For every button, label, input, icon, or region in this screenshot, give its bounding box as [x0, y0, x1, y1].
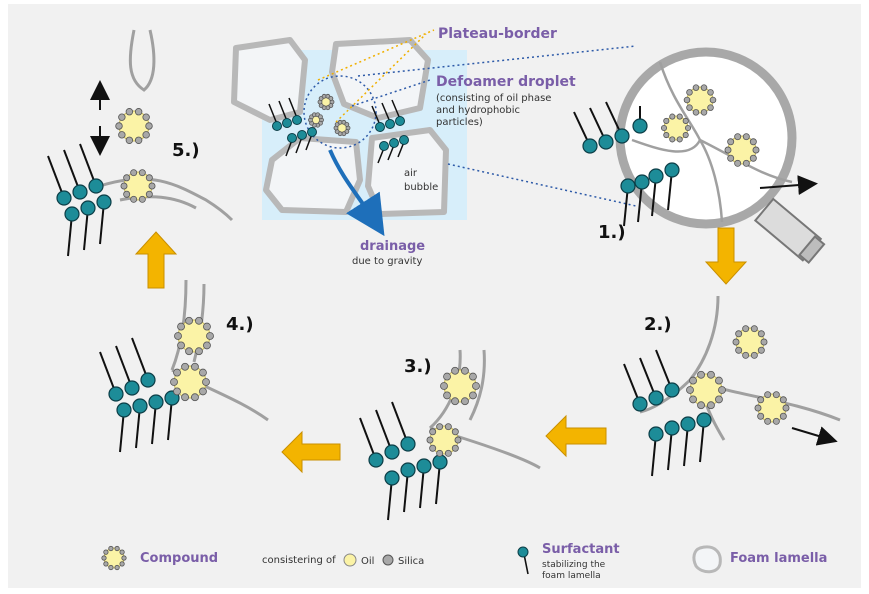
cluster-compound-1: [318, 94, 334, 109]
legend-foam-lamella-icon: [694, 547, 720, 572]
air-bubble-label-1: air: [404, 168, 418, 179]
step5-compound-released: [116, 108, 153, 143]
legend-oil-label: Oil: [361, 556, 374, 567]
legend-oil-icon: [344, 554, 356, 566]
defoamer-desc-line-1: (consisting of oil phase: [436, 93, 551, 104]
magnifier-compound-3: [725, 134, 759, 167]
air-bubble-top-left: [234, 40, 305, 120]
step5-compound-attached: [121, 170, 155, 203]
step2-compound-2: [686, 371, 725, 408]
defoamer-desc-line-3: particles): [436, 117, 483, 128]
air-bubble-label-2: bubble: [404, 182, 438, 193]
cluster-compound-2: [309, 113, 324, 127]
drainage-label: drainage: [360, 239, 425, 254]
step2-compound-3: [755, 392, 789, 425]
step-label-5: 5.): [172, 140, 200, 161]
magnifier-compound-1: [661, 114, 690, 142]
step4-compound-2: [170, 363, 209, 400]
foam-cluster: [234, 40, 467, 226]
step-label-2: 2.): [644, 314, 672, 335]
legend-surfactant-desc-2: foam lamella: [542, 571, 601, 581]
step-label-3: 3.): [404, 356, 432, 377]
legend-surfactant-label: Surfactant: [542, 542, 620, 557]
step3-compound-1: [440, 367, 479, 404]
legend-surfactant-desc-1: stabilizing the: [542, 560, 606, 570]
legend-consisting-of: consistering of: [262, 555, 336, 566]
legend-compound-icon: [102, 546, 126, 569]
legend-foam-lamella-label: Foam lamella: [730, 551, 827, 566]
legend-surfactant-icon: [518, 547, 528, 557]
cluster-compound-3: [334, 120, 350, 135]
magnifier-compound-2: [684, 85, 716, 115]
defoamer-title: Defoamer droplet: [436, 74, 576, 90]
magnifier-lens: [620, 52, 792, 224]
legend-compound-label: Compound: [140, 551, 218, 566]
legend-silica-icon: [383, 555, 393, 565]
due-to-gravity-label: due to gravity: [352, 256, 422, 267]
step3-compound-2: [427, 424, 461, 457]
plateau-border-label: Plateau-border: [438, 26, 557, 42]
step-label-1: 1.): [598, 222, 626, 243]
defoamer-desc-line-2: and hydrophobic: [436, 105, 520, 116]
step2-compound-1: [733, 326, 767, 359]
step-label-4: 4.): [226, 314, 254, 335]
step4-compound-1: [174, 317, 213, 354]
legend-compound-glyph: [102, 546, 126, 569]
legend-silica-label: Silica: [398, 556, 424, 567]
